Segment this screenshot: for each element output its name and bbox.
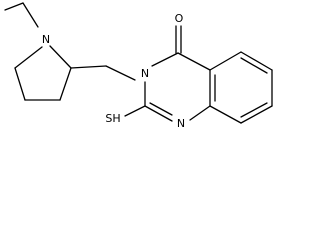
bond-ch2-n3	[105, 65, 136, 81]
atom-label-n3: N	[141, 67, 149, 80]
bond-pyrrolidine-c2-n	[49, 45, 72, 69]
bond-c7-c8-b	[240, 102, 268, 118]
bond-ethyl-ch2-n	[22, 2, 39, 28]
bond-pyrrolidine-n-c5	[14, 46, 43, 69]
bond-c2-n1-b	[149, 102, 173, 116]
bond-c7-c8-a	[240, 105, 273, 124]
atom-label-n1: N	[177, 117, 185, 130]
bond-pyrrolidine-c3-c2	[59, 67, 72, 101]
bond-c4a-c5	[209, 51, 242, 71]
bond-c2-ch2	[70, 65, 107, 69]
structure-diagram: N N N O SH	[4, 2, 273, 130]
bond-c2-n1-a	[144, 105, 173, 122]
bond-n3-c4	[151, 52, 179, 67]
bond-c5-c6-b	[240, 57, 268, 74]
bond-c2-s	[124, 105, 146, 117]
bond-n1-c8a	[189, 105, 211, 121]
atom-label-thiol: SH	[105, 112, 120, 125]
bond-ethyl-ch3-ch2	[4, 2, 24, 11]
bond-c8-c8a	[209, 105, 242, 124]
bond-pyrrolidine-c5-c4	[14, 67, 26, 101]
atom-label-pyrrolidine-n: N	[42, 33, 50, 46]
bond-c5-c6-a	[240, 51, 273, 71]
bond-c4-c4a	[177, 52, 211, 71]
atom-label-carbonyl-o: O	[175, 12, 184, 25]
